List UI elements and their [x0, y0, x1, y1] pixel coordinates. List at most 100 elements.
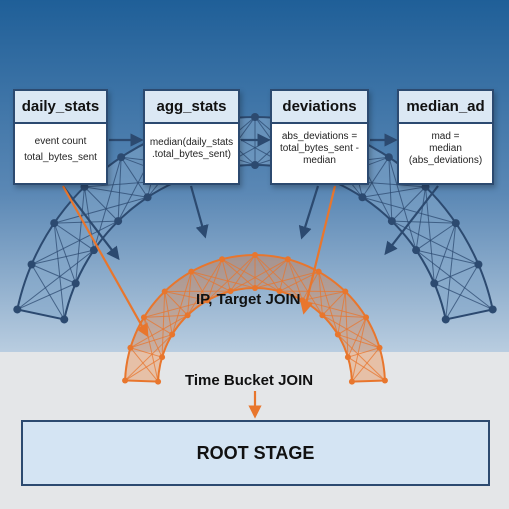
median-ad-line-3: (abs_deviations) — [408, 155, 483, 166]
outer-mesh-strut — [425, 186, 435, 284]
outer-mesh-strut — [31, 220, 119, 265]
outer-mesh-strut — [362, 186, 426, 198]
agg-stats-line-2: .total_bytes_sent) — [152, 149, 231, 160]
inner-mesh-node — [122, 377, 129, 384]
inner-mesh-strut — [322, 291, 346, 316]
outer-mesh-strut — [17, 282, 76, 310]
inner-mesh-node — [344, 354, 351, 361]
inner-mesh-node — [159, 354, 166, 361]
inner-mesh-strut — [254, 254, 280, 292]
outer-mesh-strut — [54, 196, 148, 224]
outer-mesh-strut — [120, 156, 148, 198]
inner-mesh-strut — [347, 356, 386, 381]
root-stage-label: ROOT STAGE — [196, 442, 315, 463]
outer-mesh-node — [143, 193, 152, 202]
agg-stats-title: agg_stats — [145, 91, 238, 124]
outer-mesh-node — [384, 153, 393, 162]
inner-mesh-node — [319, 312, 326, 319]
outer-mesh-node — [114, 217, 123, 226]
inner-mesh-strut — [351, 379, 385, 383]
root-stage-box: ROOT STAGE — [21, 420, 490, 486]
inner-mesh-strut — [279, 259, 289, 292]
inner-mesh-strut — [337, 291, 346, 335]
inner-mesh-strut — [187, 271, 192, 316]
inner-mesh-strut — [171, 271, 192, 335]
inner-mesh-node — [315, 268, 322, 275]
inner-mesh-strut — [254, 271, 319, 289]
outer-mesh-node — [27, 260, 36, 269]
deviations-box: deviations abs_deviations = total_bytes_… — [270, 89, 369, 185]
deviations-line-1: abs_deviations = — [281, 131, 358, 142]
inner-mesh-node — [252, 285, 258, 291]
inner-mesh-node — [363, 314, 370, 321]
inner-mesh-strut — [187, 258, 223, 316]
inner-mesh-strut — [347, 317, 367, 358]
inner-mesh-strut — [207, 259, 223, 301]
inner-mesh-node — [169, 331, 176, 338]
inner-mesh-strut — [143, 314, 188, 318]
outer-mesh-node — [89, 246, 98, 255]
inner-mesh-strut — [302, 290, 346, 301]
outer-mesh-strut — [415, 222, 457, 251]
inner-mesh-node — [140, 314, 147, 321]
outer-mesh-node — [251, 113, 259, 121]
outer-mesh-node — [412, 246, 421, 255]
inner-mesh-strut — [130, 334, 173, 349]
inner-mesh-strut — [351, 317, 367, 382]
outer-mesh-strut — [391, 220, 456, 224]
outer-mesh-node — [71, 279, 80, 288]
outer-mesh-strut — [362, 196, 456, 224]
arrow-daily-to-outer-join — [62, 185, 120, 261]
inner-mesh-strut — [254, 258, 289, 289]
outer-mesh-strut — [391, 186, 426, 222]
inner-mesh-node — [342, 288, 349, 295]
outer-mesh-strut — [53, 223, 65, 320]
deviations-title: deviations — [272, 91, 367, 124]
outer-join-label: IP, Target JOIN — [196, 291, 301, 308]
inner-mesh-node — [227, 288, 234, 295]
outer-mesh-node — [488, 305, 497, 314]
outer-mesh-strut — [434, 282, 493, 310]
outer-mesh-strut — [445, 308, 493, 320]
outer-mesh-strut — [17, 249, 95, 310]
inner-mesh-strut — [230, 258, 289, 292]
outer-mesh-strut — [415, 186, 427, 251]
inner-mesh-strut — [337, 334, 386, 381]
inner-mesh-strut — [124, 356, 163, 381]
inner-mesh-strut — [143, 316, 173, 335]
daily-stats-line-2: total_bytes_sent — [24, 152, 97, 163]
inner-mesh-strut — [191, 271, 231, 292]
inner-mesh-strut — [221, 259, 231, 292]
daily-stats-body: event count total_bytes_sent — [15, 124, 106, 164]
inner-mesh-strut — [164, 291, 188, 316]
deviations-line-3: median — [303, 155, 336, 166]
median-ad-line-1: mad = — [431, 131, 460, 142]
outer-mesh-node — [451, 219, 460, 228]
outer-mesh-strut — [31, 264, 65, 320]
connector-arrows — [62, 133, 439, 419]
outer-mesh-node — [430, 279, 439, 288]
arrow-deviations-to-outer-join — [298, 185, 320, 240]
outer-mesh-node — [50, 219, 59, 228]
inner-mesh-strut — [130, 347, 159, 382]
outer-mesh-strut — [433, 222, 457, 284]
arrow-daily-to-inner-join — [62, 185, 149, 338]
inner-mesh-node — [155, 378, 162, 385]
outer-mesh-strut — [388, 157, 393, 222]
outer-mesh-strut — [445, 223, 457, 320]
outer-mesh-node — [13, 305, 22, 314]
outer-mesh-node — [474, 260, 483, 269]
inner-mesh-strut — [125, 379, 159, 383]
inner-mesh-strut — [318, 271, 323, 316]
median-ad-line-2: median — [429, 143, 462, 154]
inner-mesh-strut — [207, 254, 256, 301]
outer-mesh-strut — [416, 249, 479, 265]
inner-mesh-node — [381, 377, 388, 384]
inner-mesh-node — [284, 256, 291, 263]
inner-mesh-strut — [221, 258, 280, 292]
inner-mesh-strut — [351, 347, 380, 382]
inner-join-label: Time Bucket JOIN — [185, 372, 314, 389]
outer-mesh-strut — [53, 222, 77, 284]
daily-stats-line-1: event count — [34, 136, 87, 147]
inner-mesh-node — [252, 252, 258, 258]
